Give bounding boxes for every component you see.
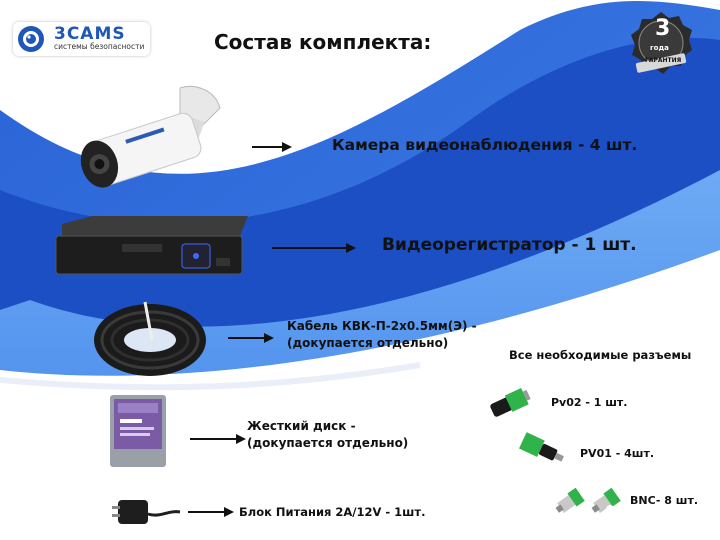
logo-tagline: системы безопасности bbox=[54, 42, 145, 51]
warranty-number: 3 bbox=[655, 16, 671, 41]
hard-drive-image bbox=[110, 395, 166, 467]
camera-lens-icon bbox=[18, 26, 44, 52]
cable-coil-image bbox=[94, 301, 206, 376]
power-adapter-image bbox=[112, 500, 181, 524]
avito-logo-icon bbox=[606, 505, 625, 524]
connector-bnc-label: BNC- 8 шт. bbox=[630, 494, 699, 507]
connectors-heading: Все необходимые разъемы bbox=[509, 348, 692, 362]
page-title: Состав комплекта: bbox=[214, 30, 432, 54]
arrow-icon bbox=[272, 243, 356, 253]
warranty-years: года bbox=[650, 44, 669, 52]
connector-pv01-label: PV01 - 4шт. bbox=[580, 447, 654, 460]
arrow-icon bbox=[188, 507, 234, 517]
arrow-icon bbox=[190, 434, 246, 444]
dc-female-connector-image bbox=[490, 387, 531, 417]
bullet-camera-image bbox=[80, 85, 221, 188]
item-cable-label-line2: (докупается отдельно) bbox=[287, 336, 449, 350]
item-cable-label: Кабель КВК-П-2х0.5мм(Э) - (докупается от… bbox=[287, 318, 477, 352]
arrow-icon bbox=[228, 333, 274, 343]
warranty-badge-icon bbox=[631, 12, 692, 74]
item-hdd-label: Жесткий диск - (докупается отдельно) bbox=[247, 418, 408, 452]
item-hdd-label-line2: (докупается отдельно) bbox=[247, 436, 409, 450]
warranty-label: ГАРАНТИЯ bbox=[645, 57, 682, 64]
item-camera-label: Камера видеонаблюдения - 4 шт. bbox=[332, 136, 638, 154]
arrow-icon bbox=[252, 142, 292, 152]
avito-watermark: Avito bbox=[626, 503, 684, 527]
item-cable-label-line1: Кабель КВК-П-2х0.5мм(Э) - bbox=[287, 319, 477, 333]
connector-pv02-label: Pv02 - 1 шт. bbox=[551, 396, 628, 409]
dc-male-connector-image bbox=[519, 432, 564, 462]
dvr-recorder-image bbox=[55, 216, 248, 275]
item-hdd-label-line1: Жесткий диск - bbox=[247, 419, 356, 433]
logo-name: 3CAMS bbox=[54, 24, 126, 44]
bnc-connector-image bbox=[555, 487, 621, 513]
item-dvr-label: Видеорегистратор - 1 шт. bbox=[382, 235, 637, 255]
item-power-label: Блок Питания 2А/12V - 1шт. bbox=[239, 505, 426, 519]
